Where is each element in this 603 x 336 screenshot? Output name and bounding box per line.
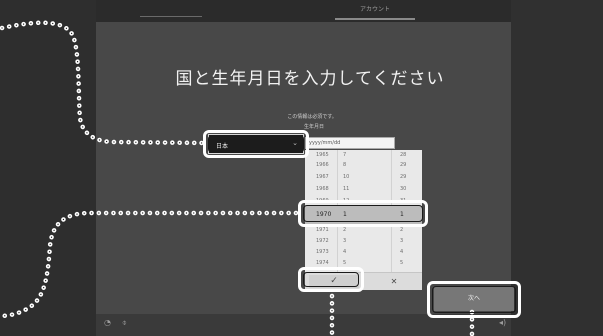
picker-row[interactable]: 1972 3 3: [305, 235, 422, 247]
setup-panel: [96, 22, 511, 314]
picker-month: 7: [343, 152, 347, 158]
picker-year: 1973: [316, 249, 329, 255]
picker-row[interactable]: 1971 2 2: [305, 224, 422, 236]
birthdate-input[interactable]: yyyy/mm/dd: [305, 137, 395, 149]
country-highlight: [203, 130, 309, 158]
page-title: 国と生年月日を入力してください: [175, 69, 445, 89]
picker-month: 1: [343, 211, 347, 218]
picker-year: 1965: [316, 152, 329, 158]
picker-row-selected[interactable]: 1970 1 1: [305, 206, 422, 224]
accessibility-icon[interactable]: ◔: [104, 318, 111, 327]
required-info-note: この情報は必須です。: [287, 114, 337, 120]
volume-icon[interactable]: ◂): [499, 318, 507, 327]
picker-dismiss-button[interactable]: ✕: [369, 275, 419, 288]
picker-row[interactable]: 1966 8 29: [305, 159, 422, 171]
picker-month: 5: [343, 260, 347, 266]
picker-month: 8: [343, 162, 347, 168]
country-selected-value: 日本: [216, 143, 229, 150]
picker-year: 1967: [316, 174, 329, 180]
checkmark-icon: ✓: [330, 276, 338, 286]
birthdate-placeholder: yyyy/mm/dd: [309, 140, 341, 146]
picker-day: 5: [400, 260, 404, 266]
chevron-down-icon: ⌄: [292, 139, 298, 147]
picker-day: 1: [400, 211, 404, 218]
topbar-progress-line: [140, 16, 202, 17]
accept-highlight: [298, 267, 364, 292]
next-button[interactable]: 次へ: [434, 287, 514, 311]
picker-accept-button[interactable]: ✓: [309, 275, 359, 288]
picker-row[interactable]: 1967 10 29: [305, 171, 422, 183]
topbar-tab-account: アカウント: [359, 6, 390, 13]
birthdate-highlight: [298, 200, 428, 227]
picker-day: 29: [400, 174, 407, 180]
picker-month: 4: [343, 249, 347, 255]
picker-day: 28: [400, 152, 407, 158]
picker-month: 10: [343, 174, 350, 180]
date-picker[interactable]: 1965 7 28 1966 8 29 1967 10 29 1968 11 3…: [305, 150, 422, 290]
picker-month: 11: [343, 186, 350, 192]
picker-year: 1974: [316, 260, 329, 266]
picker-row[interactable]: 1974 5 5: [305, 257, 422, 269]
picker-year: 1971: [316, 227, 329, 233]
background-right: [511, 0, 603, 336]
picker-year: 1966: [316, 162, 329, 168]
picker-day: 29: [400, 162, 407, 168]
picker-month: 3: [343, 238, 347, 244]
picker-month: 2: [343, 227, 347, 233]
birthdate-label: 生年月日: [304, 124, 325, 130]
picker-day: 4: [400, 249, 404, 255]
background-left: [0, 0, 96, 336]
picker-year: 1972: [316, 238, 329, 244]
picker-row[interactable]: 1968 11 30: [305, 183, 422, 195]
next-highlight: [427, 281, 521, 318]
topbar-active-indicator: [335, 18, 415, 20]
picker-row[interactable]: 1965 7 28: [305, 149, 422, 161]
close-icon: ✕: [390, 277, 398, 286]
picker-day: 3: [400, 238, 404, 244]
picker-day: 30: [400, 186, 407, 192]
picker-day: 2: [400, 227, 404, 233]
picker-row[interactable]: 1973 4 4: [305, 246, 422, 258]
picker-year: 1970: [316, 211, 332, 218]
microphone-icon[interactable]: ⌽: [122, 318, 127, 327]
picker-year: 1968: [316, 186, 329, 192]
